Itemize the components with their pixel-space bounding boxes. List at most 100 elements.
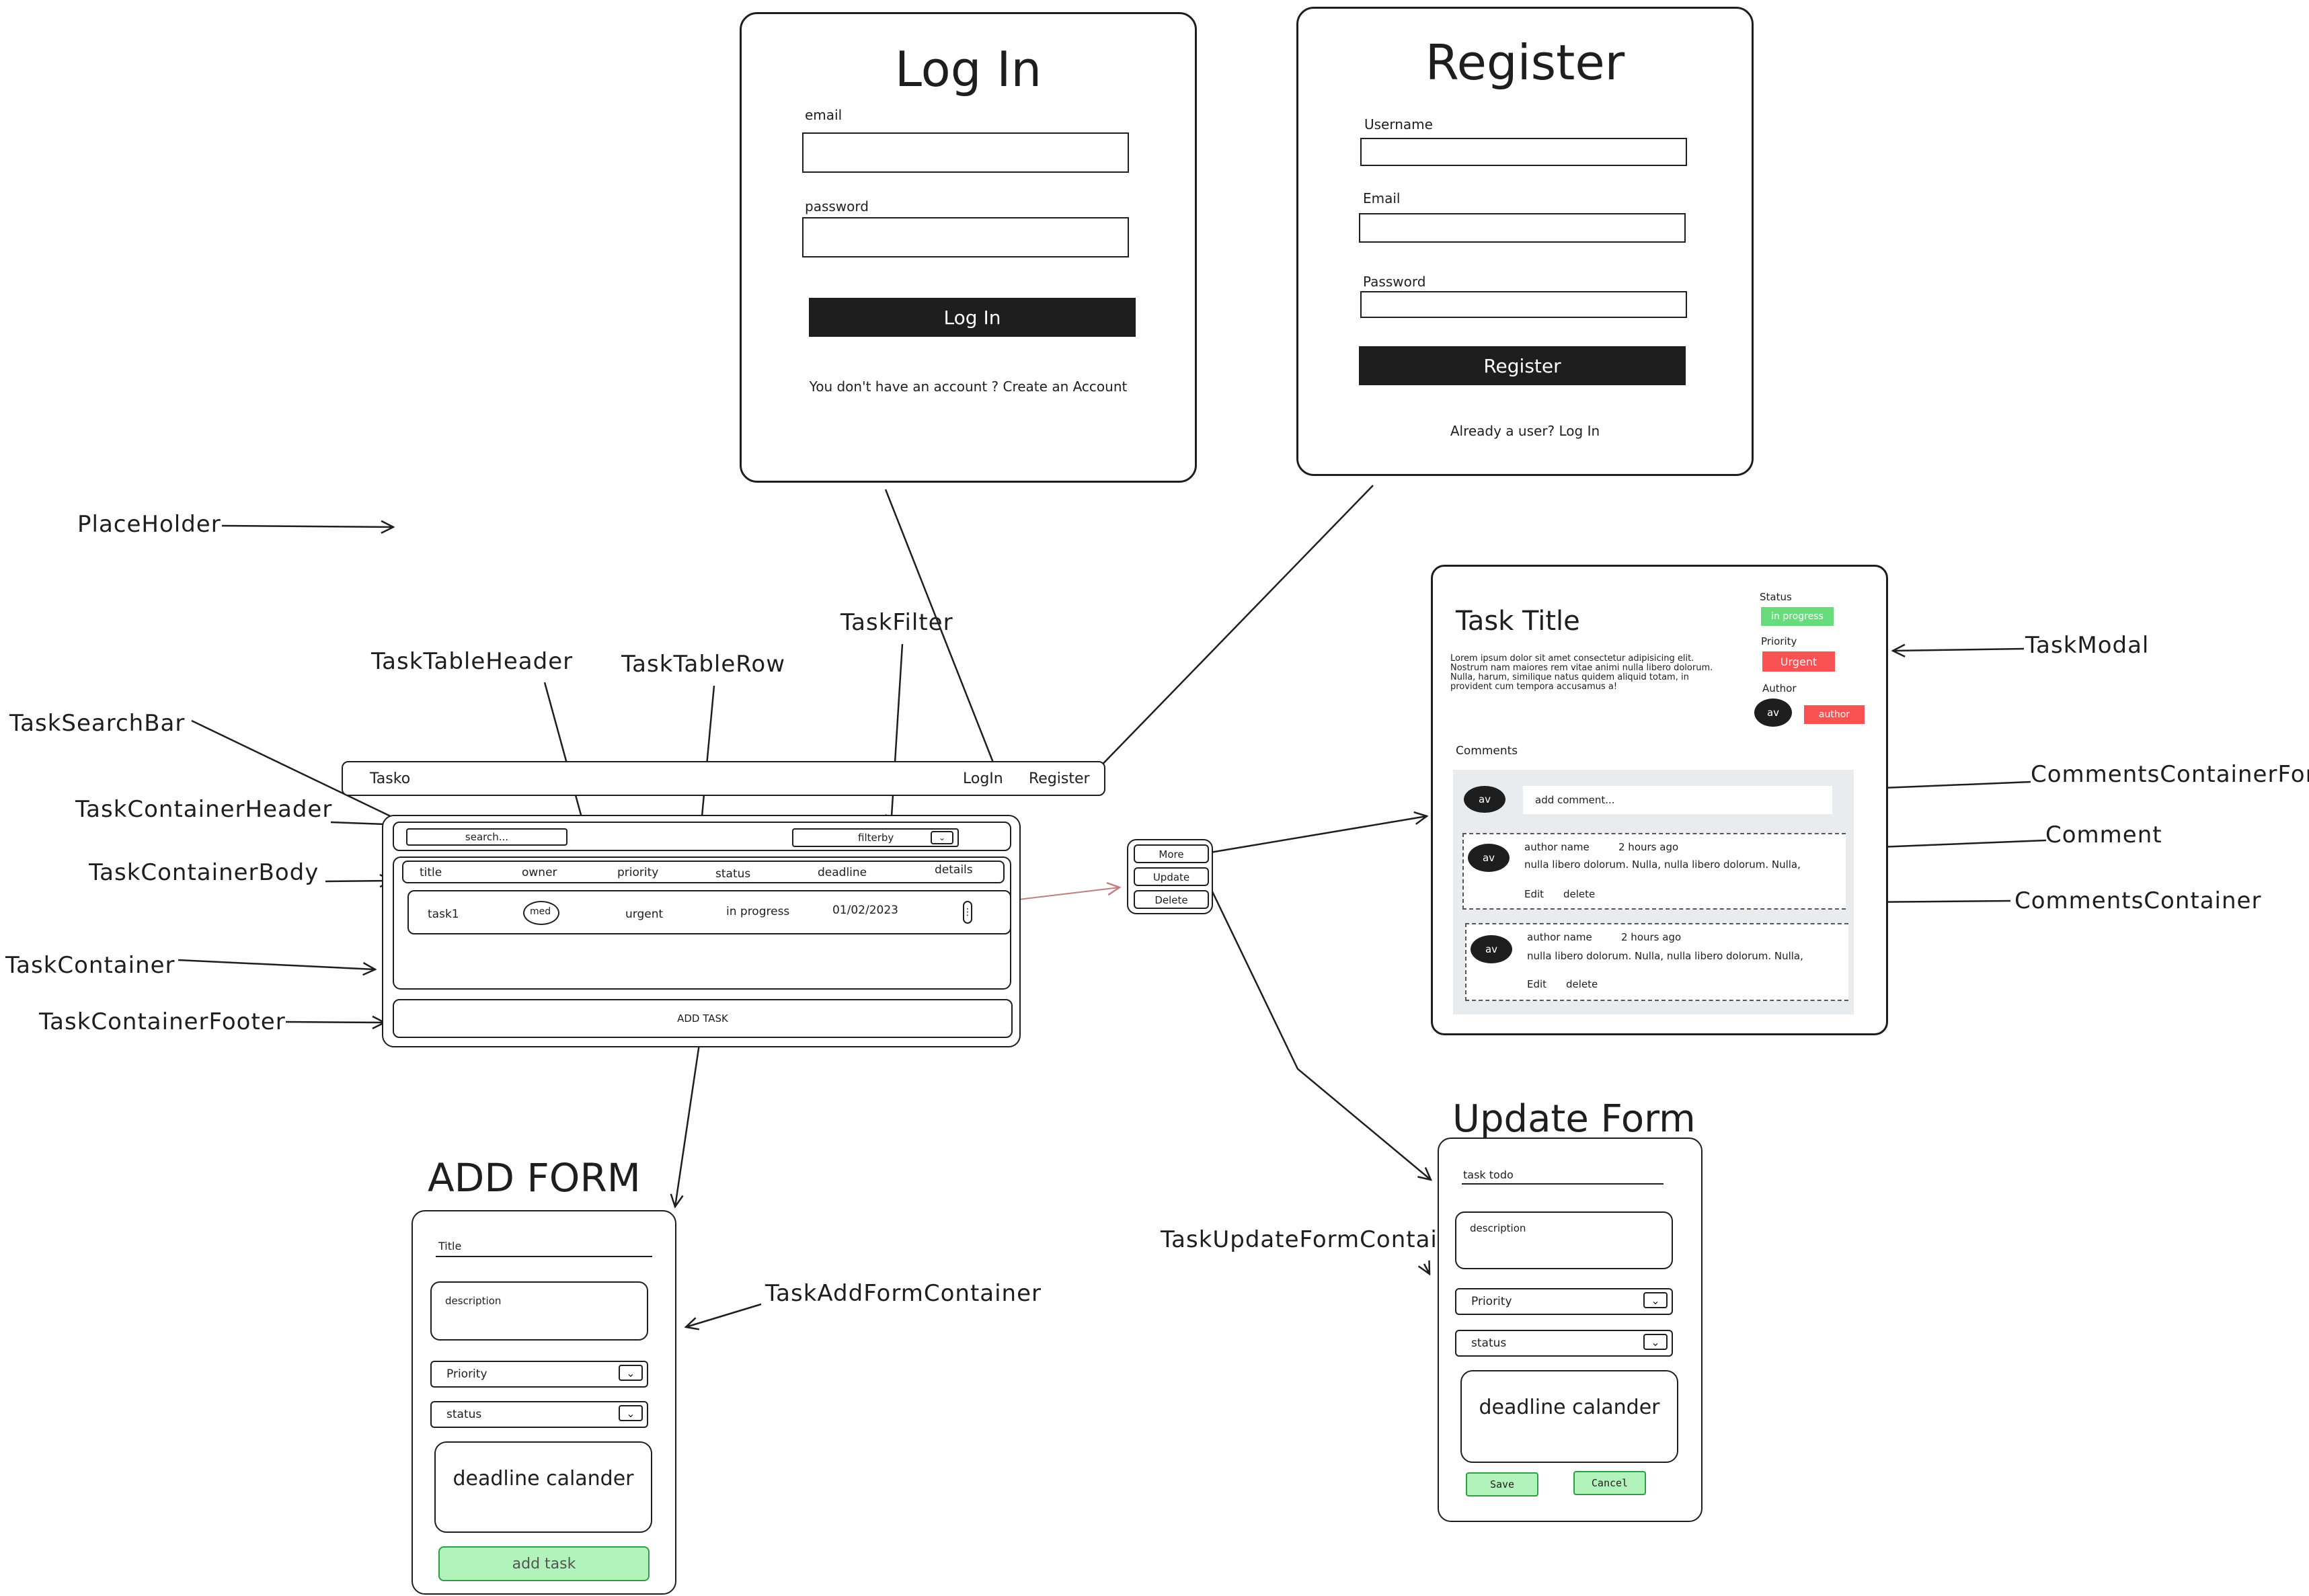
annotation-task-container-header: TaskContainerHeader [75, 796, 333, 823]
modal-description: Lorem ipsum dolor sit amet consectetur a… [1450, 653, 1713, 692]
register-password-input[interactable] [1360, 291, 1687, 318]
task-container: search... filterby ⌄ title owner priorit… [382, 815, 1021, 1047]
add-task-submit-label: add task [512, 1555, 576, 1572]
column-priority: priority [617, 866, 659, 879]
comment-avatar: av [1468, 844, 1510, 872]
register-username-input[interactable] [1360, 138, 1687, 166]
comment-delete-link[interactable]: delete [1563, 888, 1596, 900]
arrow-add-task-to-form [675, 1043, 701, 1207]
add-deadline-calendar[interactable]: deadline calander [434, 1441, 652, 1533]
login-submit-button[interactable]: Log In [809, 298, 1136, 337]
column-deadline: deadline [818, 866, 867, 879]
add-description-input[interactable]: description [430, 1281, 648, 1341]
login-password-input[interactable] [802, 217, 1129, 257]
row-priority: urgent [625, 908, 664, 921]
login-footer-link[interactable]: You don't have an account ? Create an Ac… [809, 378, 1128, 395]
add-title-input[interactable] [436, 1256, 652, 1257]
task-modal: Task Title Lorem ipsum dolor sit amet co… [1431, 565, 1888, 1035]
login-card: Log In email password Log In You don't h… [740, 12, 1197, 483]
update-priority-select[interactable]: Priority ⌄ [1455, 1288, 1673, 1315]
menu-item-more-label: More [1159, 848, 1184, 861]
navbar-login-link[interactable]: LogIn [963, 770, 1003, 787]
modal-priority-label: Priority [1761, 635, 1797, 647]
menu-item-update[interactable]: Update [1134, 867, 1209, 886]
chevron-down-icon: ⌄ [619, 1365, 643, 1381]
register-email-label: Email [1363, 190, 1401, 206]
update-status-select[interactable]: status ⌄ [1455, 1330, 1673, 1357]
update-title-value: task todo [1463, 1168, 1514, 1181]
arrow-update-to-form [1209, 887, 1431, 1180]
comment-delete-link[interactable]: delete [1566, 978, 1598, 990]
row-title: task1 [428, 908, 459, 921]
navbar-register-link[interactable]: Register [1029, 770, 1090, 787]
task-container-footer: ADD TASK [393, 999, 1013, 1038]
task-table-row[interactable]: task1 med urgent in progress 01/02/2023 … [407, 890, 1011, 934]
add-task-submit-button[interactable]: add task [438, 1546, 650, 1581]
task-container-body: title owner priority status deadline det… [393, 856, 1011, 990]
update-deadline-calendar[interactable]: deadline calander [1460, 1370, 1678, 1463]
modal-author-label: Author [1762, 682, 1797, 694]
task-search-input[interactable]: search... [406, 828, 568, 846]
add-priority-select[interactable]: Priority ⌄ [430, 1361, 648, 1388]
comment-edit-link[interactable]: Edit [1527, 978, 1547, 990]
register-card: Register Username Email Password Registe… [1296, 7, 1754, 476]
arrow-update-form-label [1424, 1264, 1430, 1274]
modal-task-title: Task Title [1456, 606, 1580, 637]
annotation-task-container: TaskContainer [5, 952, 175, 979]
comment-text: nulla libero dolorum. Nulla, nulla liber… [1527, 950, 1803, 962]
chevron-down-icon: ⌄ [931, 831, 953, 844]
comment: av author name 2 hours ago nulla libero … [1462, 833, 1846, 910]
update-description-input[interactable]: description [1455, 1211, 1673, 1269]
column-title: title [420, 866, 442, 879]
navbar-brand[interactable]: Tasko [370, 770, 411, 787]
arrow-login-to-nav [884, 489, 1003, 788]
add-priority-label: Priority [446, 1367, 487, 1381]
annotation-task-table-row: TaskTableRow [621, 651, 786, 678]
login-email-label: email [805, 107, 843, 123]
task-filter-select[interactable]: filterby ⌄ [792, 828, 959, 847]
more-options-icon[interactable]: ⋮ [963, 901, 972, 924]
annotation-placeholder: PlaceHolder [77, 511, 221, 538]
chevron-down-icon: ⌄ [1643, 1334, 1668, 1350]
update-form-heading: Update Form [1452, 1097, 1696, 1141]
add-task-button[interactable]: ADD TASK [677, 1012, 728, 1025]
status-badge: in progress [1761, 607, 1834, 626]
register-email-input[interactable] [1359, 213, 1686, 243]
register-footer-link[interactable]: Already a user? Log In [1450, 423, 1600, 439]
row-context-menu: More Update Delete [1127, 839, 1213, 914]
annotation-task-container-footer: TaskContainerFooter [39, 1008, 286, 1035]
arrow-more-to-modal [1210, 816, 1427, 854]
comment-edit-link[interactable]: Edit [1524, 888, 1544, 900]
comment-input-placeholder: add comment... [1535, 794, 1615, 806]
update-cancel-label: Cancel [1591, 1477, 1629, 1489]
add-calendar-label: deadline calander [453, 1467, 634, 1490]
add-status-select[interactable]: status ⌄ [430, 1401, 648, 1428]
update-cancel-button[interactable]: Cancel [1573, 1471, 1646, 1495]
comment-body: author name 2 hours ago nulla libero dol… [1522, 924, 1848, 1000]
chevron-down-icon: ⌄ [1643, 1292, 1668, 1308]
login-email-input[interactable] [802, 132, 1129, 173]
comment-text: nulla libero dolorum. Nulla, nulla liber… [1524, 859, 1801, 871]
task-add-form-container: Title description Priority ⌄ status ⌄ de… [412, 1210, 676, 1595]
menu-item-delete[interactable]: Delete [1134, 890, 1209, 909]
comment-input[interactable]: add comment... [1523, 786, 1832, 814]
comments-heading: Comments [1456, 744, 1518, 758]
register-title: Register [1425, 34, 1625, 91]
register-username-label: Username [1364, 116, 1433, 132]
menu-item-update-label: Update [1152, 871, 1190, 883]
task-table-header: title owner priority status deadline det… [402, 861, 1005, 883]
owner-pill [523, 901, 559, 925]
comment-form-avatar: av [1464, 786, 1505, 813]
task-container-header: search... filterby ⌄ [393, 822, 1011, 851]
annotation-comments-container: CommentsContainer [2014, 887, 2262, 914]
login-password-label: password [805, 198, 869, 214]
arrow-task-modal [1893, 649, 2025, 651]
menu-item-more[interactable]: More [1134, 844, 1209, 863]
author-badge: author [1804, 705, 1865, 724]
update-save-button[interactable]: Save [1466, 1472, 1538, 1497]
comment-author: author name [1527, 931, 1592, 943]
register-submit-button[interactable]: Register [1359, 346, 1686, 385]
update-title-input[interactable] [1462, 1183, 1664, 1185]
comments-container: av add comment... av author name 2 hours… [1453, 770, 1854, 1014]
annotation-task-table-header: TaskTableHeader [371, 648, 574, 675]
